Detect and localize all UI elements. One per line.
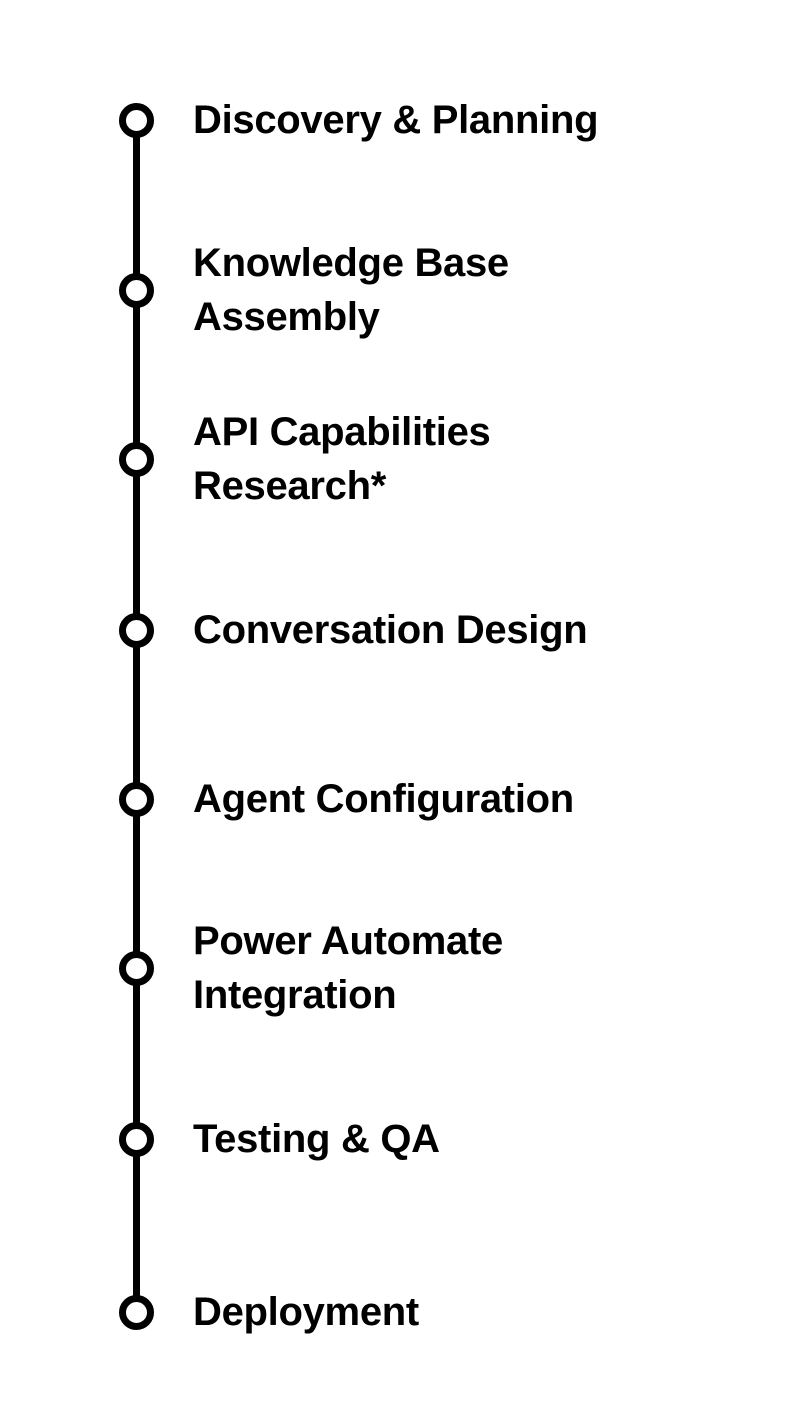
- timeline-node-testing-qa: [119, 1121, 154, 1157]
- timeline-label-agent-configuration: Agent Configuration: [193, 714, 773, 884]
- timeline-node-agent-configuration: [119, 781, 154, 817]
- timeline-node-conversation-design: [119, 612, 154, 648]
- timeline-node-deployment: [119, 1294, 154, 1330]
- timeline-label-text: Discovery & Planning: [193, 98, 599, 142]
- timeline-node-discovery: [119, 102, 154, 138]
- timeline-label-text: Conversation Design: [193, 608, 588, 652]
- timeline-node-power-automate: [119, 950, 154, 986]
- timeline-label-discovery: Discovery & Planning: [193, 35, 773, 205]
- timeline-label-text: API Capabilities: [193, 410, 491, 454]
- timeline-label-text: Knowledge Base: [193, 241, 509, 285]
- timeline-node-api-capabilities: [119, 441, 154, 477]
- timeline-label-api-capabilities: API Capabilities Research*: [193, 374, 773, 544]
- timeline-label-text: Deployment: [193, 1290, 419, 1334]
- timeline-label-text: Agent Configuration: [193, 777, 574, 821]
- timeline-label-text: Power Automate: [193, 919, 503, 963]
- timeline-label-knowledge-base: Knowledge Base Assembly: [193, 205, 773, 375]
- timeline-label-text: Testing & QA: [193, 1117, 440, 1161]
- timeline-label-conversation-design: Conversation Design: [193, 545, 773, 715]
- timeline-label-text: Research*: [193, 464, 386, 508]
- timeline-label-testing-qa: Testing & QA: [193, 1054, 773, 1224]
- timeline-node-knowledge-base: [119, 272, 154, 308]
- timeline-label-text: Assembly: [193, 295, 380, 339]
- timeline-label-text: Integration: [193, 973, 397, 1017]
- timeline-label-power-automate: Power Automate Integration: [193, 883, 773, 1053]
- timeline-connector-line: [133, 120, 140, 1312]
- timeline-label-deployment: Deployment: [193, 1227, 773, 1397]
